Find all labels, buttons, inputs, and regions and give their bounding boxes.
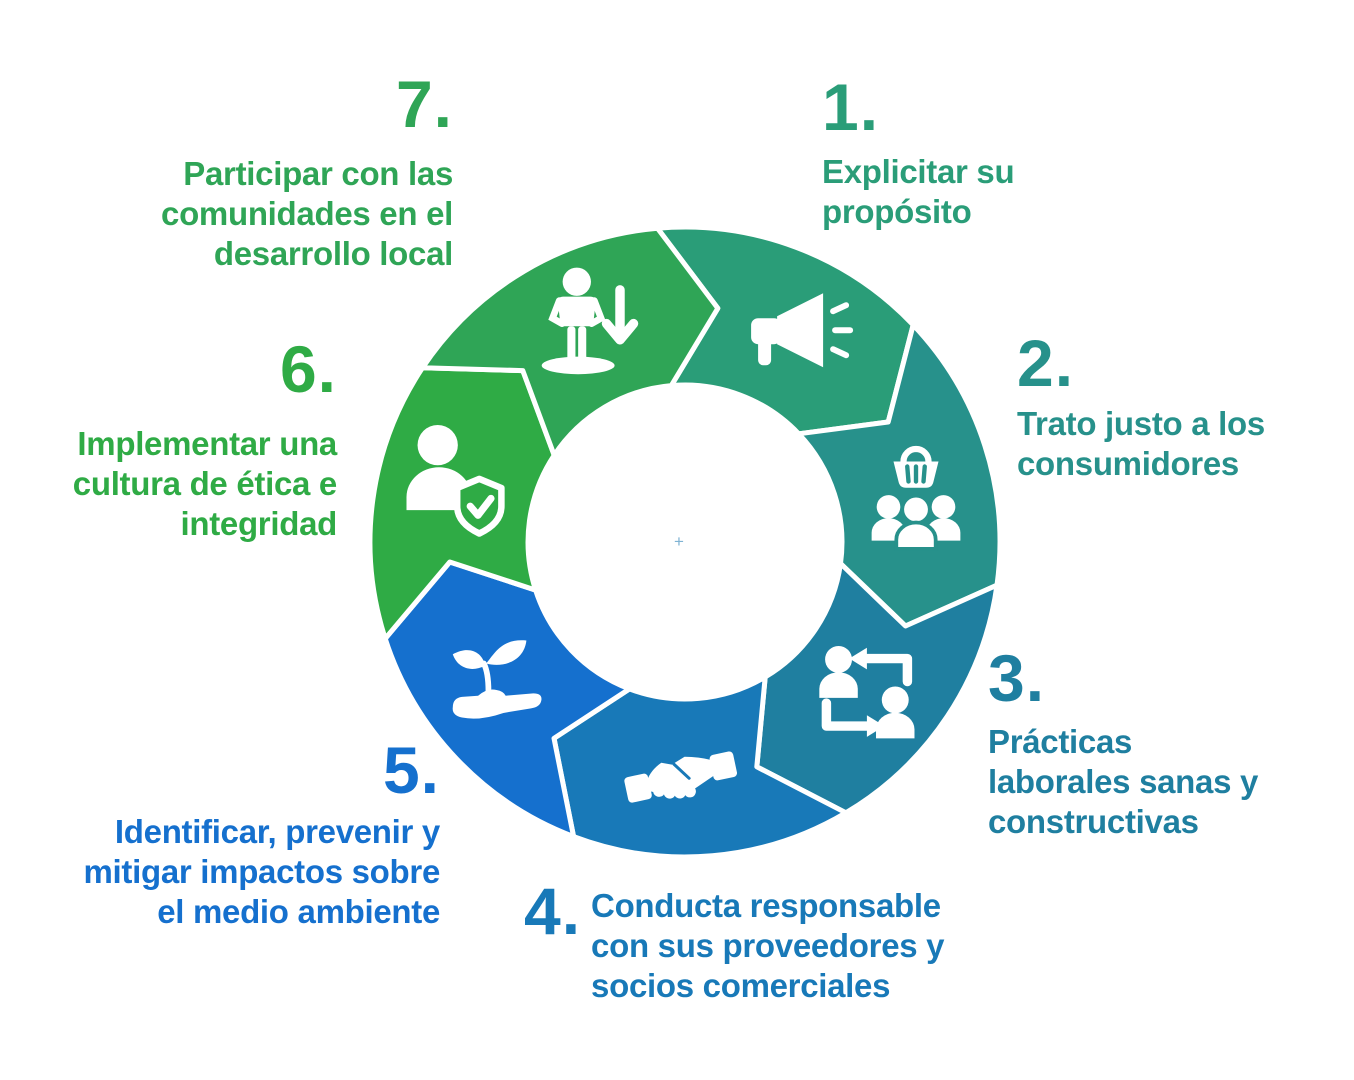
- step-3-text: Prácticas laborales sanas y constructiva…: [988, 722, 1258, 842]
- step-1-number: 1.: [822, 70, 880, 144]
- step-6-label-line: Implementar una: [77, 425, 337, 462]
- step-4-text: Conducta responsable con sus proveedores…: [591, 886, 944, 1006]
- step-6-label-block: 6. Implementar una cultura de ética e in…: [72, 332, 338, 544]
- person-shield-check-icon: [406, 424, 505, 537]
- step-5-label-line: Identificar, prevenir y: [114, 813, 440, 850]
- step-3-number: 3.: [988, 641, 1046, 715]
- step-4-label-line: socios comerciales: [591, 966, 891, 1004]
- step-7-label-block: 7. Participar con las comunidades en el …: [161, 71, 453, 274]
- step-1-label-line: propósito: [822, 192, 972, 230]
- step-4-label-block: 4. Conducta responsable con sus proveedo…: [524, 874, 945, 1006]
- step-7-label-line: Participar con las: [183, 155, 453, 192]
- step-5-label-line: mitigar impactos sobre: [83, 852, 441, 890]
- step-7-number: 7.: [395, 67, 453, 141]
- step-3-label-block: 3. Prácticas laborales sanas y construct…: [988, 645, 1258, 842]
- people-exchange-icon: [819, 645, 915, 739]
- step-3-label-line: laborales sanas y: [988, 762, 1259, 800]
- step-5-label-line: el medio ambiente: [157, 892, 440, 930]
- step-2-number: 2.: [1017, 326, 1075, 400]
- step-2-label-line: Trato justo a los: [1017, 405, 1265, 442]
- megaphone-icon: [751, 293, 854, 368]
- person-community-icon: [541, 267, 639, 375]
- step-2-label-block: 2. Trato justo a los consumidores: [1017, 330, 1265, 484]
- step-3-label-line: Prácticas: [988, 723, 1133, 760]
- center-mark: +: [674, 532, 684, 551]
- step-2-label-line: consumidores: [1017, 444, 1239, 482]
- step-5-text: Identificar, prevenir y mitigar impactos…: [84, 812, 441, 932]
- step-6-number: 6.: [279, 332, 337, 406]
- step-4-label-line: con sus proveedores y: [591, 926, 945, 964]
- step-7-label-line: comunidades en el: [161, 194, 453, 232]
- step-5-number: 5.: [382, 733, 440, 807]
- step-5-label-block: 5. Identificar, prevenir y mitigar impac…: [84, 737, 441, 932]
- step-3-label-line: constructivas: [988, 802, 1199, 840]
- step-6-label-line: cultura de ética e: [72, 464, 338, 502]
- step-1-text: Explicitar su propósito: [822, 152, 1015, 232]
- step-6-text: Implementar una cultura de ética e integ…: [72, 424, 338, 544]
- step-2-text: Trato justo a los consumidores: [1017, 404, 1265, 484]
- step-4-label-line: Conducta responsable: [591, 887, 941, 924]
- step-7-text: Participar con las comunidades en el des…: [161, 154, 453, 274]
- wheel-segment-3: [754, 561, 1000, 816]
- step-1-label-block: 1. Explicitar su propósito: [822, 70, 1015, 232]
- handshake-icon: [624, 751, 738, 803]
- hand-plant-icon: [452, 640, 542, 719]
- consumers-basket-icon: [871, 445, 961, 551]
- step-1-label-line: Explicitar su: [822, 153, 1015, 190]
- step-7-label-line: desarrollo local: [213, 234, 453, 272]
- step-6-label-line: integridad: [180, 504, 337, 542]
- step-4-number: 4.: [524, 874, 582, 948]
